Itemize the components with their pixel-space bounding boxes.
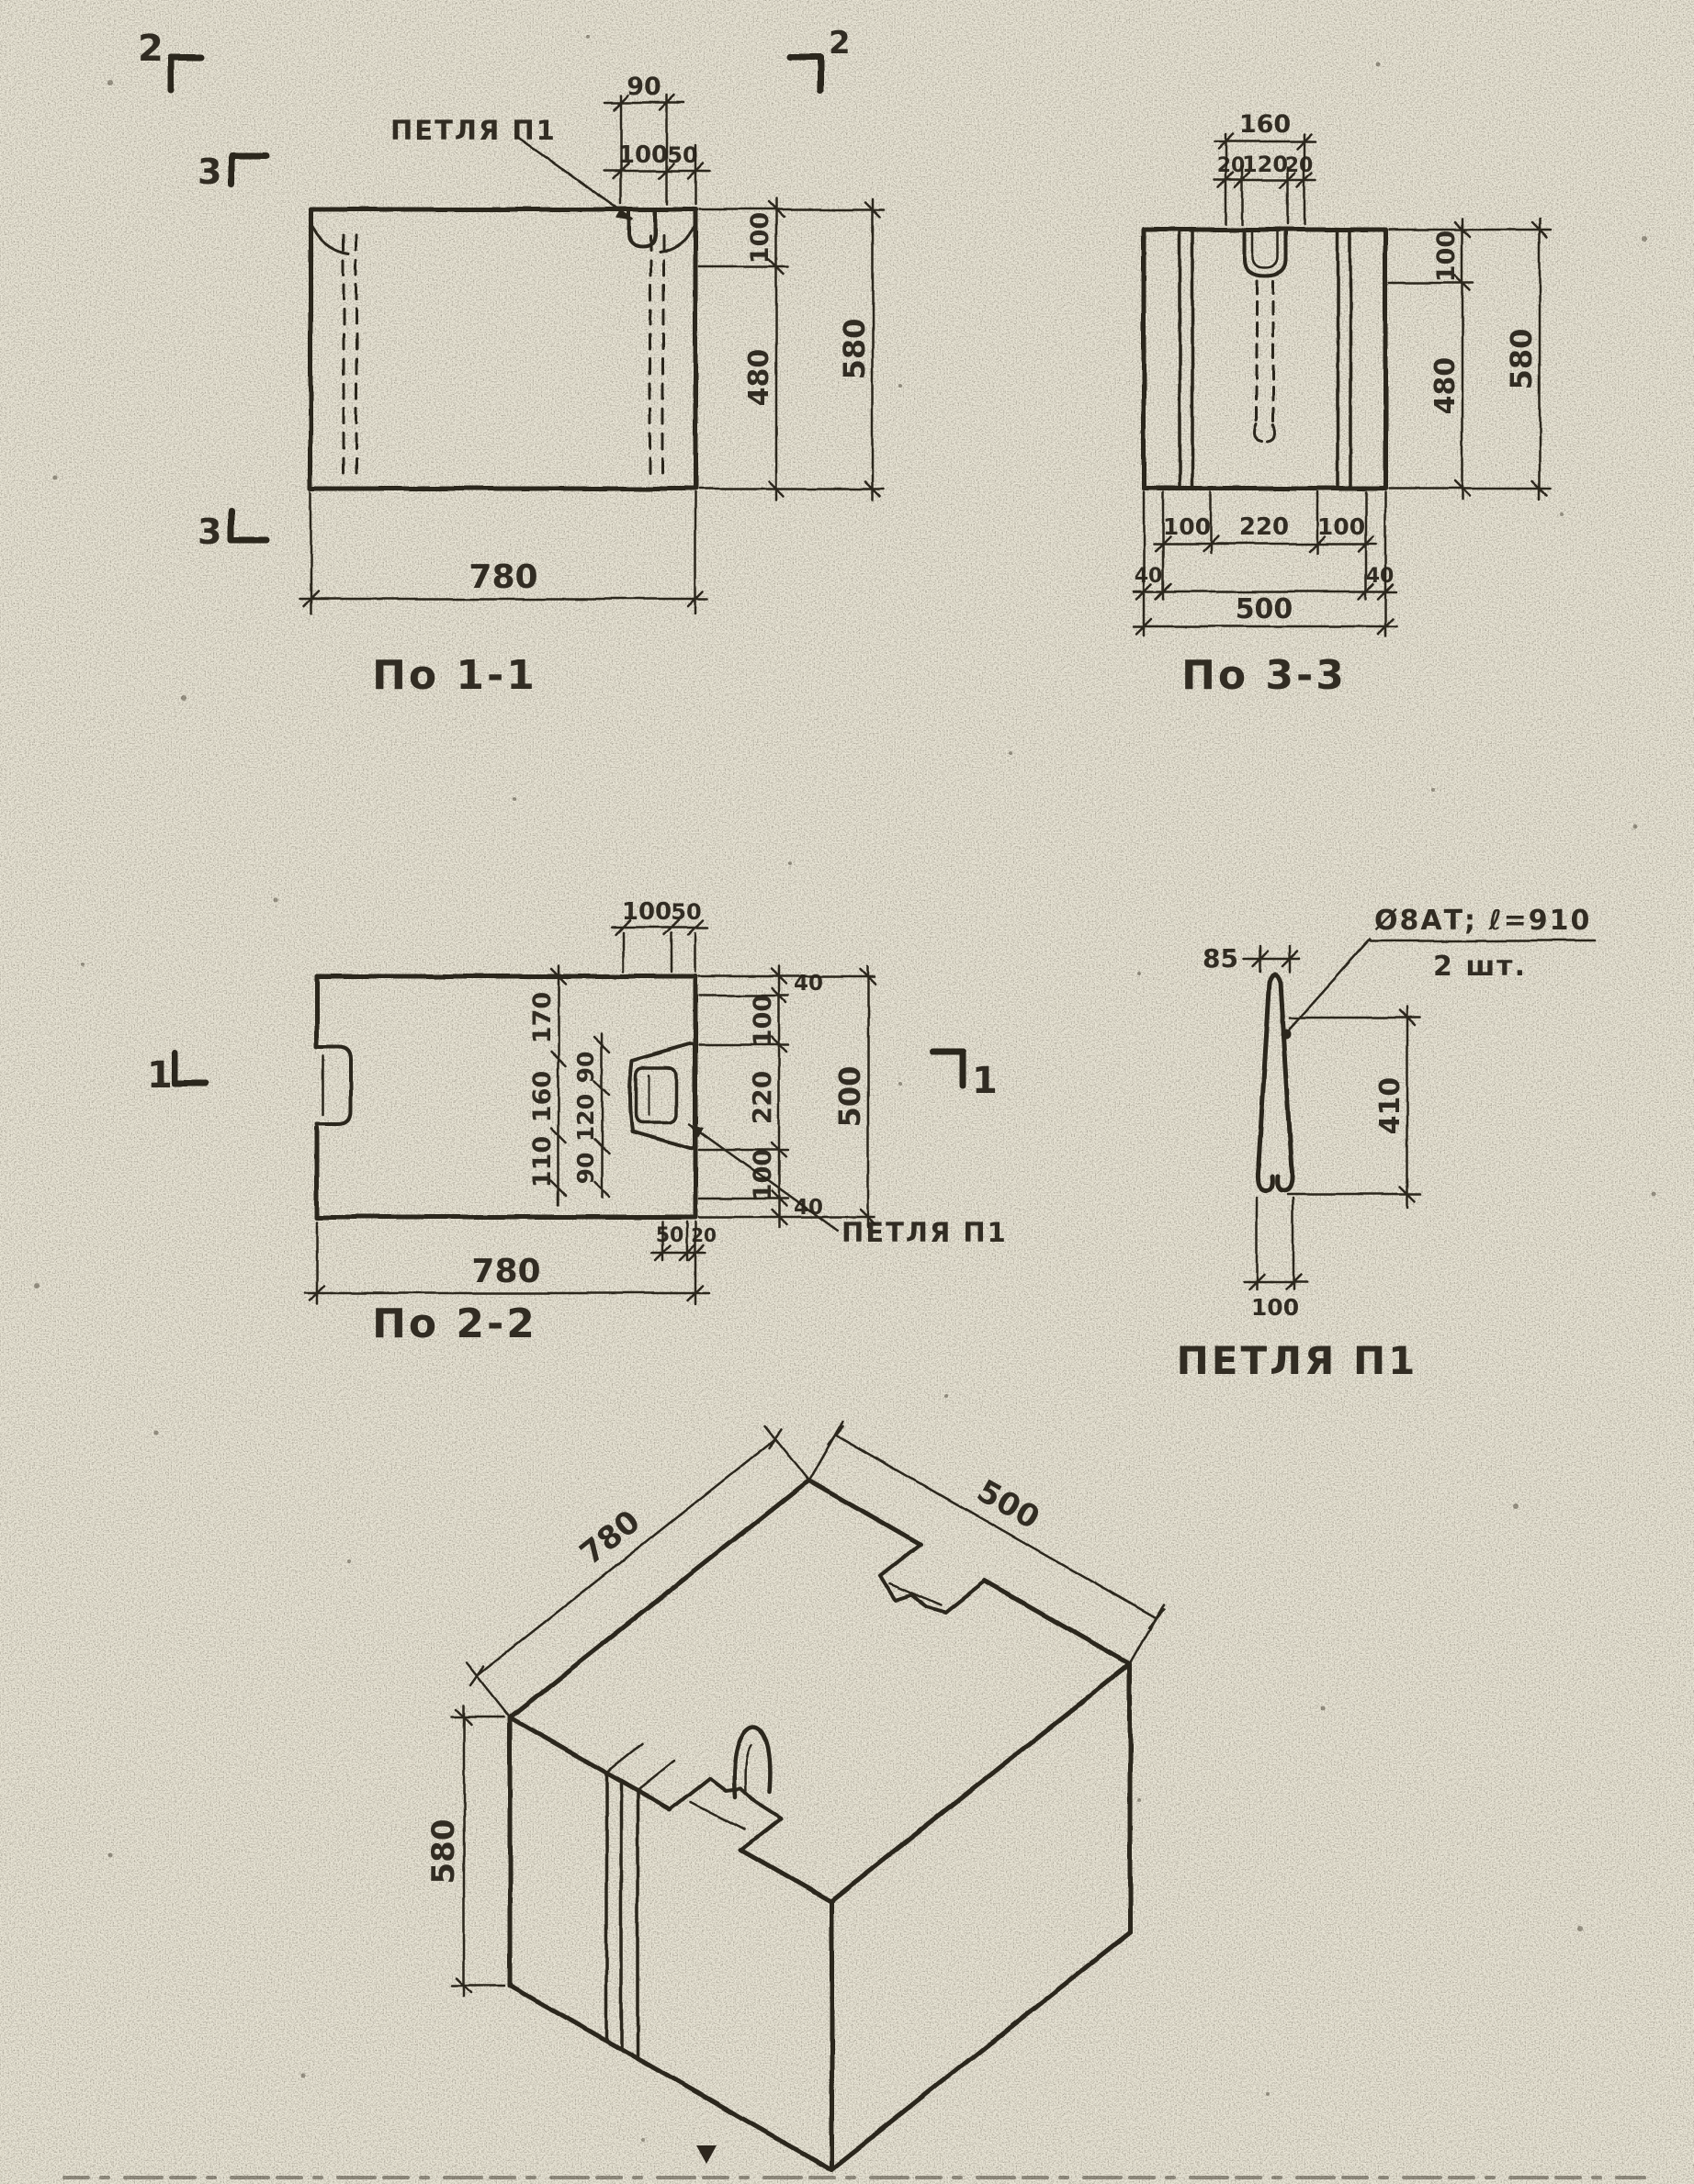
blueprint-page: ПЕТЛЯ П1 90 100 50 100 480 580 780 2 2 3… — [0, 0, 1694, 2184]
drawing-canvas: ПЕТЛЯ П1 90 100 50 100 480 580 780 2 2 3… — [0, 0, 1694, 2184]
grain-overlay — [0, 0, 1694, 2184]
